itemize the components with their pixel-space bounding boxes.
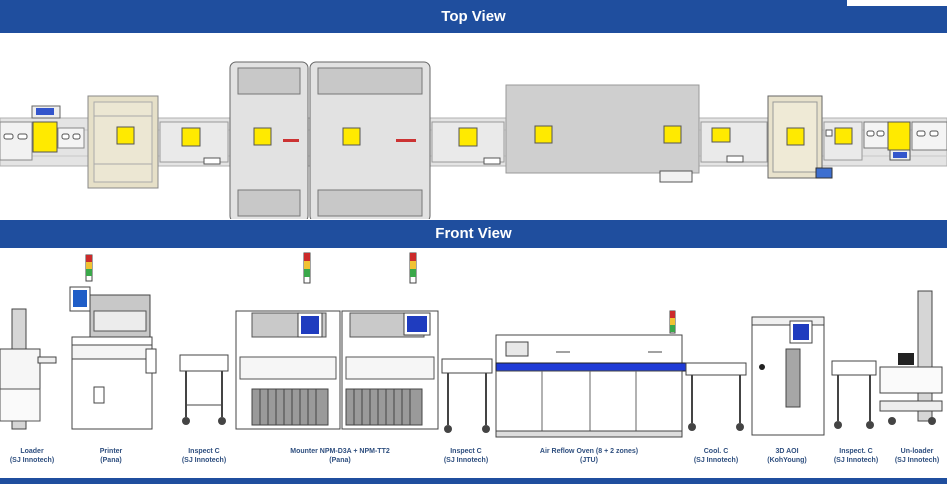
board-8 <box>663 125 682 144</box>
mounter-2-front <box>341 252 439 430</box>
board-6 <box>458 127 478 147</box>
cooling-c-front <box>685 362 747 431</box>
station-label-printer: Printer(Pana) <box>99 448 123 464</box>
mounter-1-top <box>229 61 309 219</box>
board-7 <box>534 125 553 144</box>
unloader-front <box>879 290 943 425</box>
corner-tab <box>847 0 947 6</box>
aoi-front <box>751 316 825 436</box>
unloader-top <box>863 121 947 161</box>
board-11 <box>834 127 853 145</box>
printer-top <box>87 95 159 189</box>
loader-front <box>0 308 57 430</box>
board-9 <box>711 127 731 143</box>
inspect-c1-top <box>159 121 229 165</box>
station-label-inspect-c2: Inspect C(SJ Innotech) <box>443 448 489 464</box>
board-10 <box>786 127 805 146</box>
station-label-inspect-c1: Inspect C(SJ Innotech) <box>181 448 227 464</box>
inspect-c3-top <box>823 121 863 161</box>
inspect-c3-front <box>831 360 877 429</box>
oven-top <box>505 84 700 183</box>
aoi-top <box>767 95 833 179</box>
board-4 <box>253 127 272 146</box>
mounter-2-top <box>309 61 431 219</box>
station-label-aoi: 3D AOI(KohYoung) <box>767 448 807 464</box>
station-label-inspect-c3: Inspect. C(SJ Innotech) <box>833 448 879 464</box>
top-view-header: Top View <box>0 0 947 33</box>
front-view-header: Front View <box>0 220 947 248</box>
board-3 <box>181 127 201 147</box>
inspect-c2-front <box>441 358 493 433</box>
station-label-cooling-c: Cool. C(SJ Innotech) <box>693 448 739 464</box>
inspect-c1-front <box>179 354 229 425</box>
inspect-c2-top <box>431 121 505 165</box>
station-label-mounter: Mounter NPM-D3A + NPM-TT2(Pana) <box>290 448 390 464</box>
station-label-oven: Air Reflow Oven (8 + 2 zones)(JTU) <box>539 448 639 464</box>
mounter-1-front <box>235 252 341 430</box>
oven-front <box>495 310 687 438</box>
station-label-loader: Loader(SJ Innotech) <box>9 448 55 464</box>
oven-conveyor-band <box>495 362 687 372</box>
board-5 <box>342 127 361 146</box>
top-view-diagram <box>0 61 947 219</box>
board-2 <box>116 126 135 145</box>
board-12 <box>887 121 911 151</box>
board-1 <box>32 121 58 153</box>
cooling-c-top <box>700 121 768 163</box>
front-view-diagram <box>0 252 943 438</box>
station-label-unloader: Un-loader(SJ Innotech) <box>894 448 940 464</box>
printer-front <box>69 254 157 430</box>
loader-top <box>0 105 85 161</box>
bottom-band <box>0 478 947 484</box>
